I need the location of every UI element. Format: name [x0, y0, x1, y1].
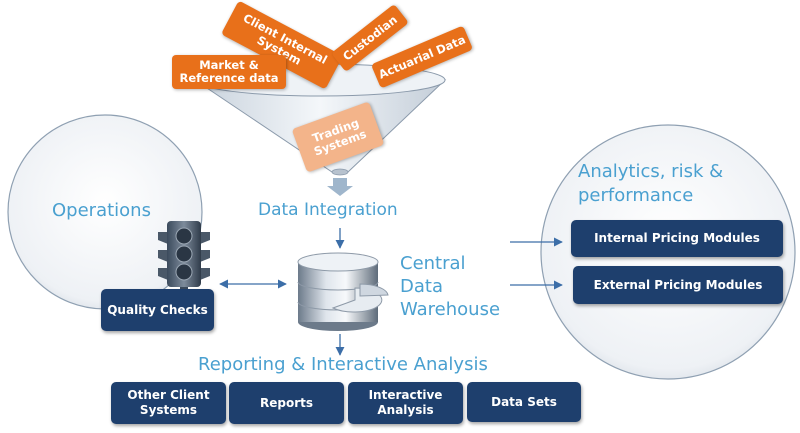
central-data-warehouse-label: Central Data Warehouse: [400, 253, 501, 320]
quality-checks-box: Quality Checks: [101, 289, 214, 331]
data-integration-label: Data Integration: [258, 200, 398, 220]
database-icon: [297, 252, 389, 331]
funnel-spout: [331, 168, 349, 176]
traffic-light-icon: [158, 221, 210, 293]
other-client-systems-box: Other Client Systems: [111, 382, 226, 424]
analytics-label: Analytics, risk & performance: [578, 161, 724, 206]
data-sets-box: Data Sets: [467, 382, 581, 422]
funnel-output-arrow: [327, 178, 353, 196]
source-market-reference-data: Market & Reference data: [172, 55, 286, 89]
interactive-analysis-box: Interactive Analysis: [348, 382, 463, 424]
reporting-label: Reporting & Interactive Analysis: [198, 354, 488, 375]
external-pricing-modules-box: External Pricing Modules: [573, 266, 783, 304]
internal-pricing-modules-box: Internal Pricing Modules: [571, 220, 783, 257]
reports-box: Reports: [229, 382, 344, 424]
operations-label: Operations: [52, 200, 151, 221]
